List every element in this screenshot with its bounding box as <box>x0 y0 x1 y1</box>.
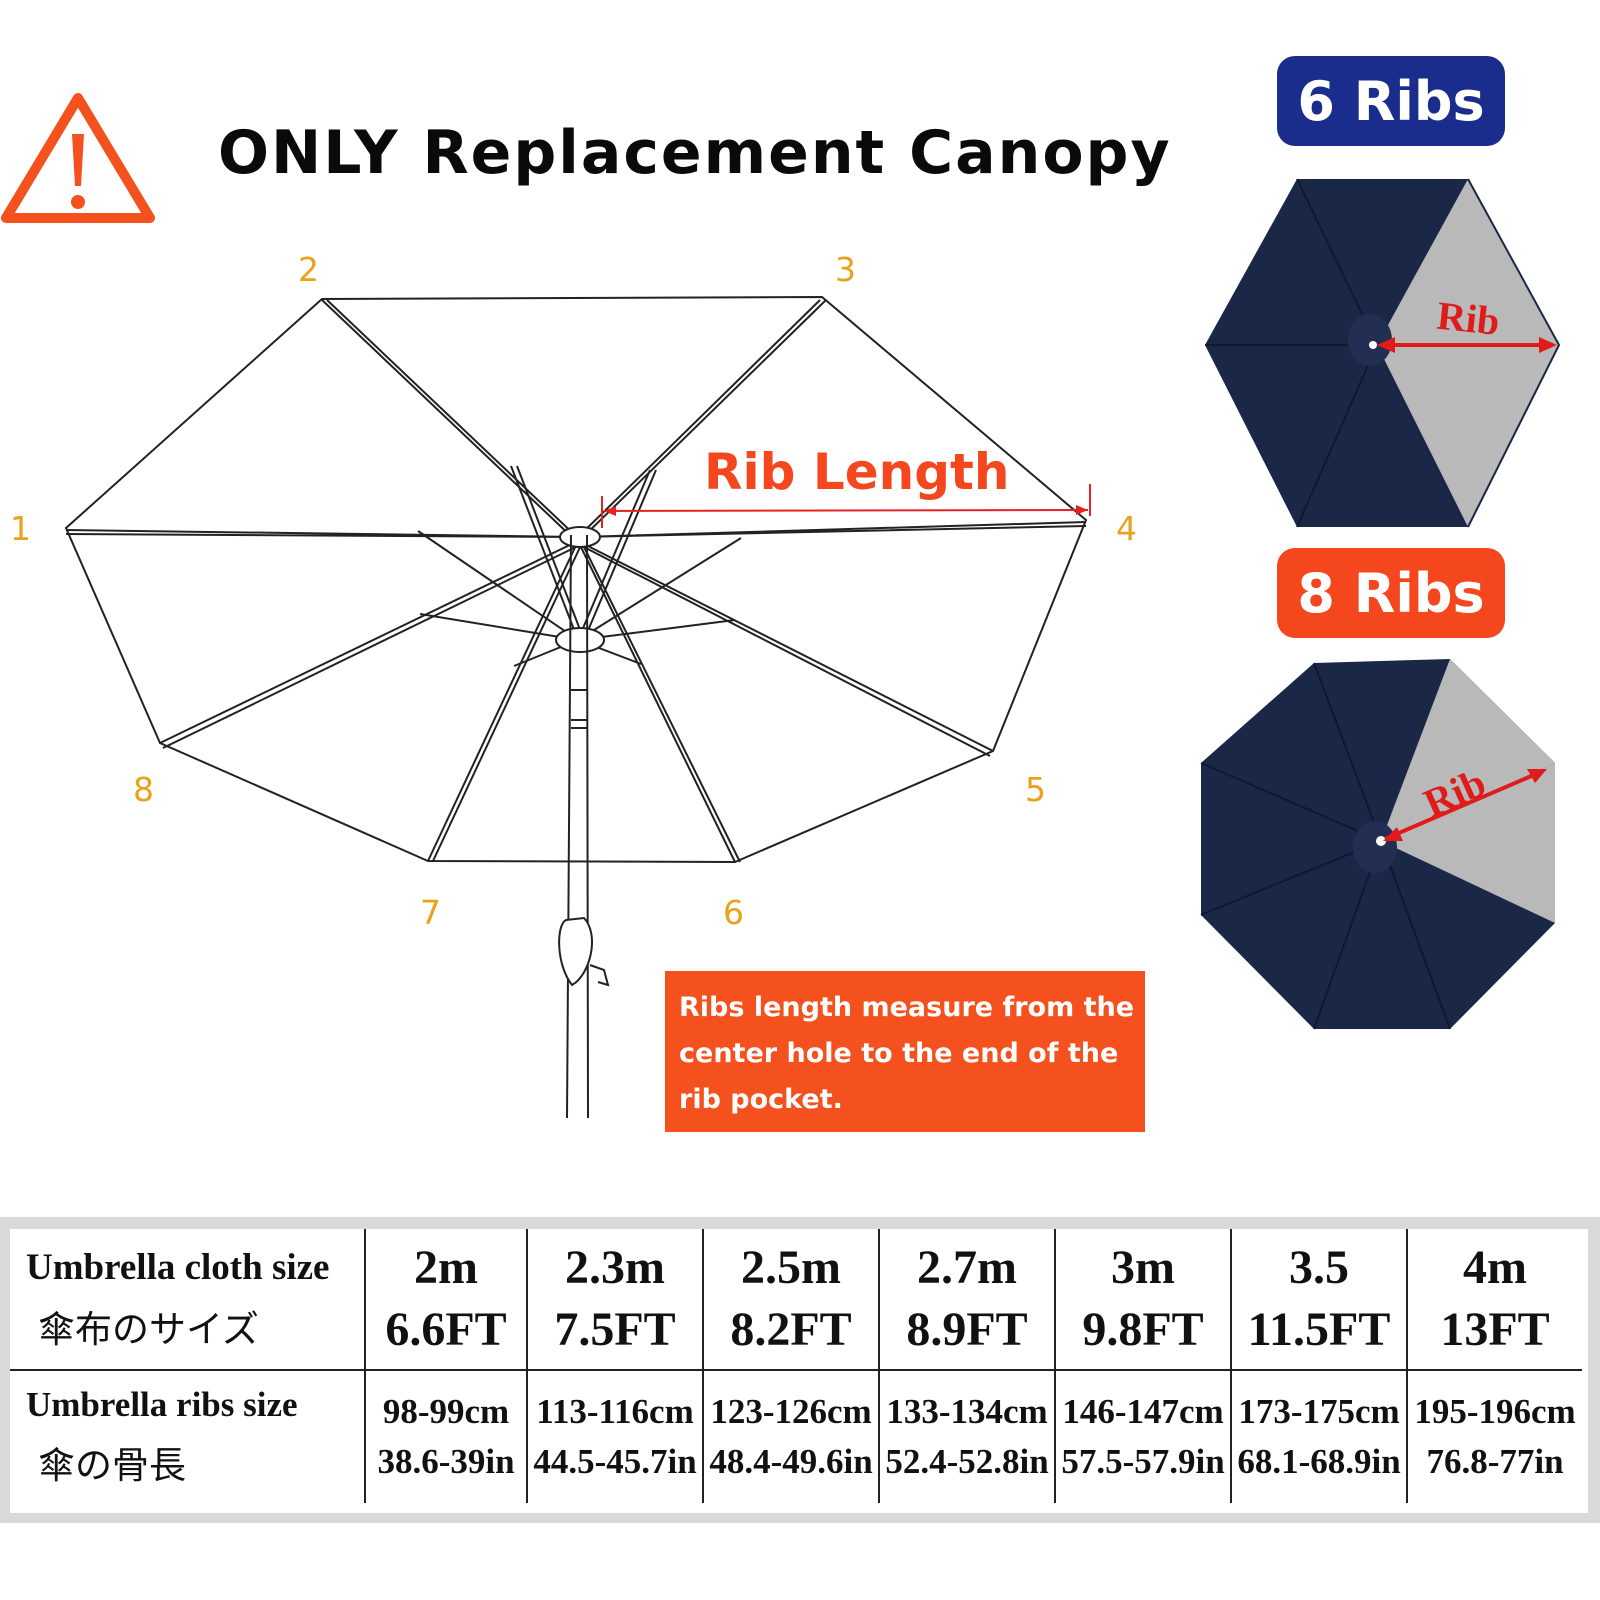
eight-rib-canopy: Rib <box>1200 659 1555 1030</box>
note-line: Ribs length measure from the <box>679 992 1135 1023</box>
cloth-size-m: 2.3m <box>565 1241 665 1294</box>
cloth-size-ft: 11.5FT <box>1247 1303 1391 1356</box>
row-label: Umbrella cloth size <box>26 1246 330 1288</box>
size-table-frame: Umbrella cloth size 傘布のサイズ 2m 6.6FT 2.3m 7… <box>0 1217 1600 1523</box>
rib-number: 4 <box>1116 509 1137 548</box>
cloth-size-ft: 6.6FT <box>385 1303 507 1356</box>
row-label-jp: 傘の骨長 <box>38 1444 186 1487</box>
six-rib-canopy: Rib <box>1205 178 1561 528</box>
note-line: rib pocket. <box>679 1084 843 1115</box>
rib-length-in: 52.4-52.8in <box>885 1442 1049 1481</box>
rib-number: 2 <box>298 250 319 289</box>
measurement-note: Ribs length measure from the center hole… <box>665 971 1145 1132</box>
rib-number: 6 <box>723 893 744 932</box>
row-label-jp: 傘布のサイズ <box>38 1307 259 1351</box>
note-line: center hole to the end of the <box>679 1038 1119 1069</box>
rib-length-cm: 195-196cm <box>1414 1392 1576 1431</box>
cloth-size-m: 3m <box>1111 1241 1175 1294</box>
rib-length-cm: 133-134cm <box>886 1392 1048 1431</box>
rib-length-cm: 173-175cm <box>1238 1392 1400 1431</box>
rib-length-label: Rib Length <box>704 443 1010 501</box>
rib-length-in: 76.8-77in <box>1426 1442 1564 1481</box>
rib-length-in: 57.5-57.9in <box>1061 1442 1225 1481</box>
eight-ribs-badge: 8 Ribs <box>1277 548 1505 638</box>
row-label: Umbrella ribs size <box>26 1385 298 1424</box>
rib-number: 7 <box>420 893 441 932</box>
cloth-size-m: 2m <box>414 1241 478 1294</box>
rib-length-in: 44.5-45.7in <box>533 1442 697 1481</box>
rib-number: 1 <box>10 509 31 548</box>
ribs-size-row: Umbrella ribs size 傘の骨長 98-99cm 38.6-39in… <box>10 1370 1582 1503</box>
cloth-size-m: 2.5m <box>741 1241 841 1294</box>
rib-number: 3 <box>835 250 856 289</box>
rib-number: 5 <box>1025 770 1046 809</box>
cloth-size-row: Umbrella cloth size 傘布のサイズ 2m 6.6FT 2.3m 7… <box>10 1229 1582 1371</box>
page-title: ONLY Replacement Canopy <box>218 118 1172 188</box>
warning-triangle-icon <box>1 93 155 223</box>
six-ribs-badge: 6 Ribs <box>1277 56 1505 146</box>
cloth-size-ft: 9.8FT <box>1082 1303 1204 1356</box>
rib-length-cm: 123-126cm <box>710 1392 872 1431</box>
rib-length-in: 38.6-39in <box>377 1442 515 1481</box>
cloth-size-ft: 7.5FT <box>554 1303 676 1356</box>
size-table: Umbrella cloth size 傘布のサイズ 2m 6.6FT 2.3m 7… <box>10 1229 1582 1503</box>
rib-label: Rib <box>1435 293 1502 344</box>
cloth-size-m: 3.5 <box>1289 1241 1349 1294</box>
cloth-size-ft: 13FT <box>1440 1303 1550 1356</box>
rib-length-cm: 113-116cm <box>536 1392 694 1431</box>
rib-length-in: 68.1-68.9in <box>1237 1442 1401 1481</box>
cloth-size-m: 2.7m <box>917 1241 1017 1294</box>
rib-length-cm: 146-147cm <box>1062 1392 1224 1431</box>
umbrella-diagram <box>64 295 1091 1119</box>
cloth-size-ft: 8.9FT <box>906 1303 1028 1356</box>
canopy-outline <box>64 295 1088 864</box>
cloth-size-m: 4m <box>1463 1241 1527 1294</box>
rib-length-cm: 98-99cm <box>382 1392 510 1431</box>
rib-number: 8 <box>133 770 154 809</box>
cloth-size-ft: 8.2FT <box>730 1303 852 1356</box>
rib-length-in: 48.4-49.6in <box>709 1442 873 1481</box>
